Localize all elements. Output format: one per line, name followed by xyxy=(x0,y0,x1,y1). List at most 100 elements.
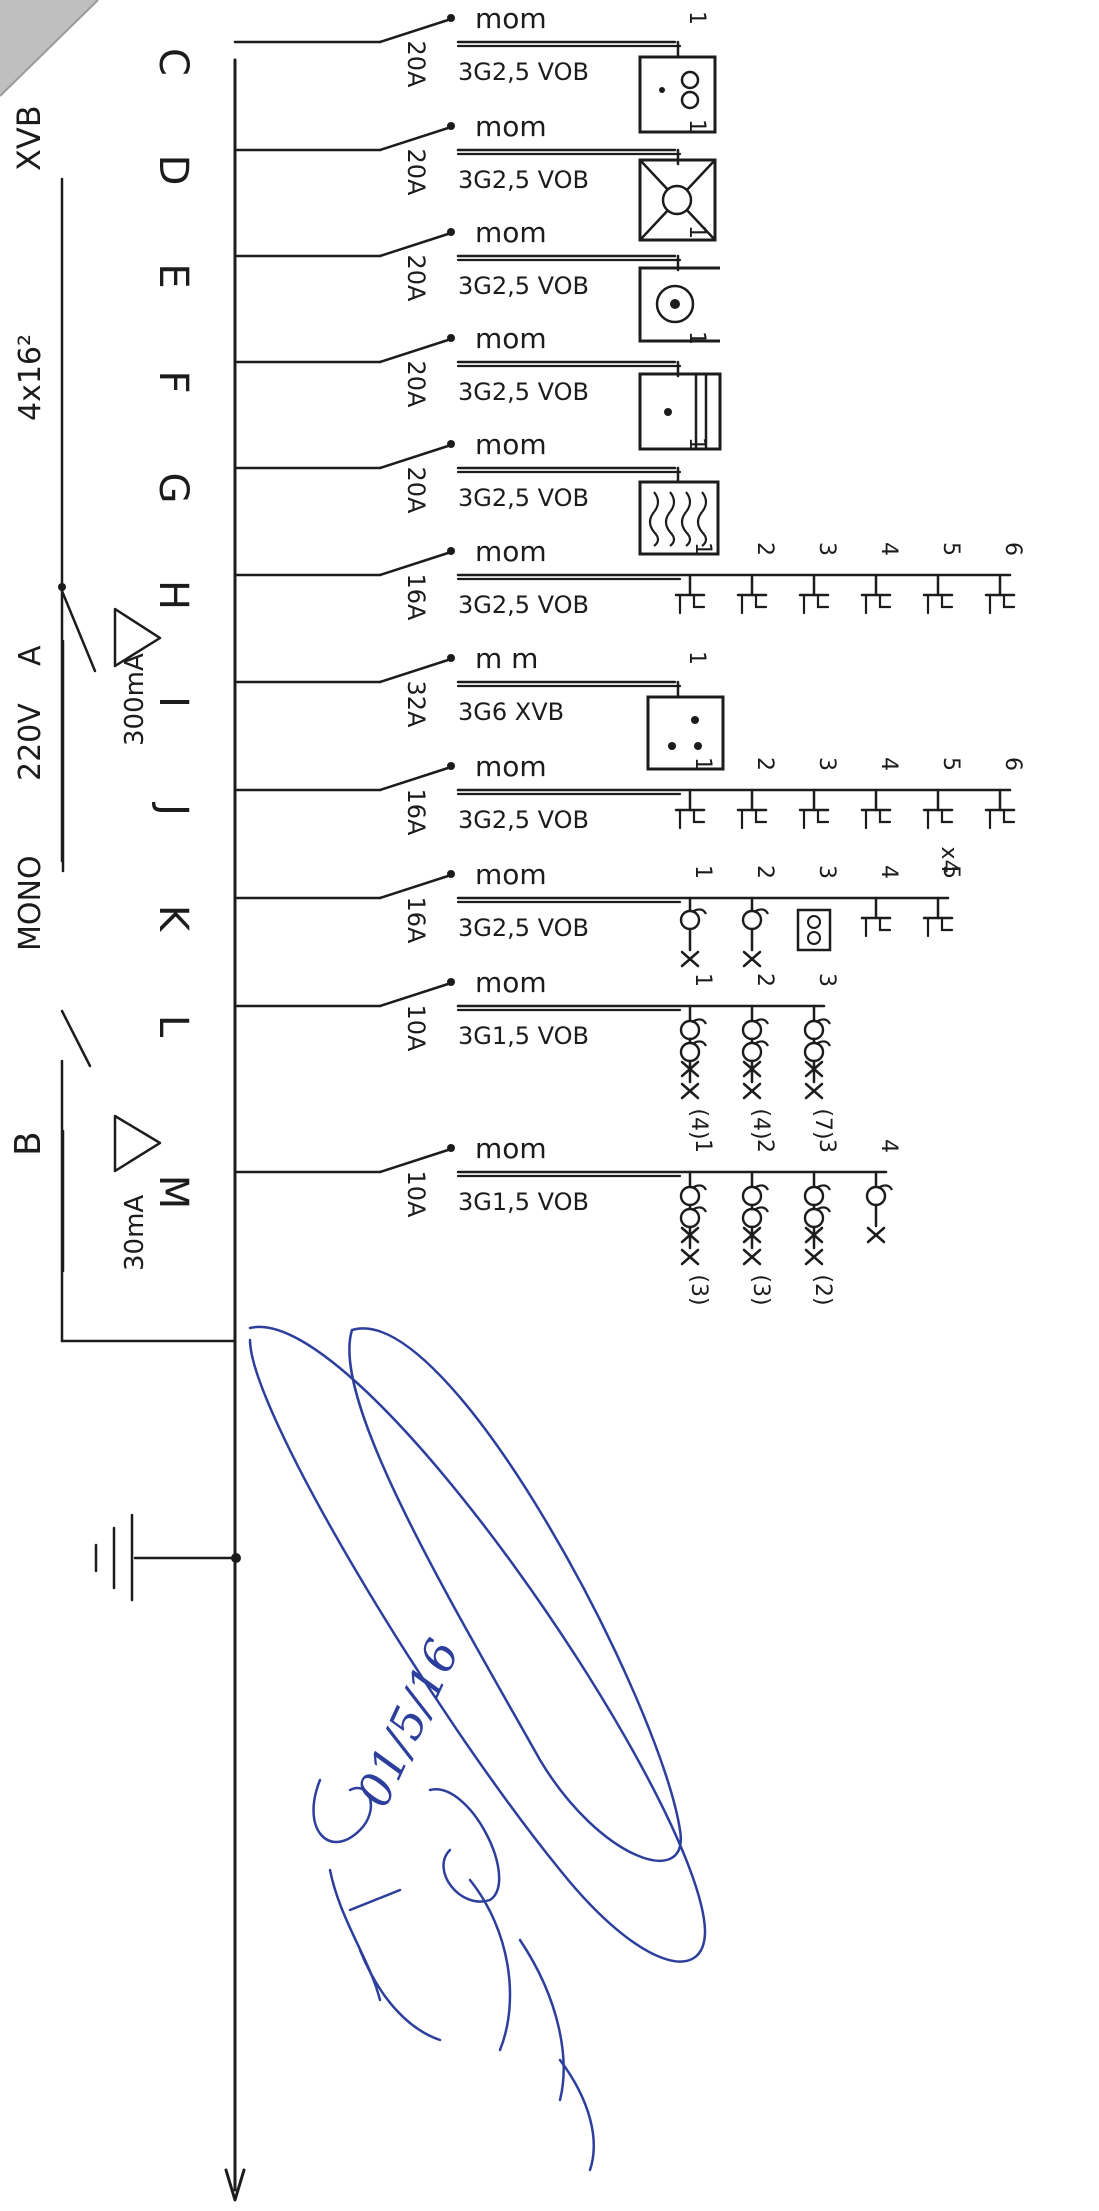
point-number: 3 xyxy=(814,865,839,879)
point-number: 5 xyxy=(938,542,963,556)
point-number: 4 xyxy=(876,1139,901,1153)
circuit-c: C 20A mom 3G2,5 VOB 1 xyxy=(150,2,717,134)
point-number: 1 xyxy=(690,865,715,879)
point-number: 3 xyxy=(814,973,839,987)
point-number: 4 xyxy=(876,542,901,556)
point-number: 1 xyxy=(684,119,709,133)
point-number: 5 xyxy=(938,865,963,879)
point-number: 1 xyxy=(684,651,709,665)
folded-corner xyxy=(0,0,99,97)
circuit-label: M xyxy=(150,1175,196,1210)
conduit-label: mom xyxy=(475,322,547,355)
point-note: (3) xyxy=(686,1274,711,1305)
rcd-b-tag: B xyxy=(8,1131,49,1156)
breaker-rating: 20A xyxy=(402,41,430,89)
supply-voltage: 220V xyxy=(13,703,48,781)
cable-label: 3G2,5 VOB xyxy=(458,914,589,942)
point-number: 2 xyxy=(752,865,777,879)
conduit-label: m m xyxy=(475,642,538,675)
cable-label: 3G6 XVB xyxy=(458,698,564,726)
breaker-rating: 10A xyxy=(402,1171,430,1219)
circuit-label: C xyxy=(150,48,196,76)
breaker-rating: 10A xyxy=(402,1005,430,1053)
supply-cable-label: XVB xyxy=(10,105,48,171)
supply-section-label: 4x16² xyxy=(13,334,48,421)
circuit-label: D xyxy=(150,155,196,186)
point-number: 1 xyxy=(690,973,715,987)
circuit-label: F xyxy=(150,370,196,393)
conduit-label: mom xyxy=(475,535,547,568)
cable-label: 3G2,5 VOB xyxy=(458,378,589,406)
circuit-label: J xyxy=(150,801,196,816)
rcd-a-tag: A xyxy=(13,645,48,666)
point-number: 6 xyxy=(1000,757,1025,771)
circuit-label: K xyxy=(150,905,196,933)
conduit-label: mom xyxy=(475,216,547,249)
point-note: (7) xyxy=(810,1108,835,1139)
breaker-rating: 20A xyxy=(402,361,430,409)
conduit-label: mom xyxy=(475,750,547,783)
cable-label: 3G1,5 VOB xyxy=(458,1188,589,1216)
point-number: 3 xyxy=(814,757,839,771)
point-note: (4) xyxy=(748,1108,773,1139)
cable-label: 3G2,5 VOB xyxy=(458,272,589,300)
point-note: x4 xyxy=(936,846,961,873)
point-number: 4 xyxy=(876,865,901,879)
breaker-rating: 20A xyxy=(402,467,430,515)
feeder-section: XVB 4x16² 300mA A 220V MONO 30mA B xyxy=(8,105,237,1343)
circuit-label: I xyxy=(150,696,196,708)
point-number: 6 xyxy=(1000,542,1025,556)
cable-label: 3G2,5 VOB xyxy=(458,591,589,619)
point-note: (2) xyxy=(810,1274,835,1305)
conduit-label: mom xyxy=(475,1132,547,1165)
cable-label: 3G2,5 VOB xyxy=(458,58,589,86)
point-number: 1 xyxy=(690,757,715,771)
point-number: 2 xyxy=(752,1139,777,1153)
point-note: (3) xyxy=(748,1274,773,1305)
point-number: 2 xyxy=(752,542,777,556)
rcd-a-rating: 300mA xyxy=(120,653,150,746)
point-number: 5 xyxy=(938,757,963,771)
point-note: (4) xyxy=(686,1108,711,1139)
point-number: 1 xyxy=(684,11,709,25)
point-number: 1 xyxy=(684,331,709,345)
circuit-d: D 20A mom 3G2,5 VOB 1 xyxy=(150,110,717,242)
cable-label: 3G2,5 VOB xyxy=(458,806,589,834)
circuit-e: E 20A mom 3G2,5 VOB 1 xyxy=(150,216,720,343)
point-number: 4 xyxy=(876,757,901,771)
breaker-rating: 16A xyxy=(402,789,430,837)
conduit-label: mom xyxy=(475,858,547,891)
conduit-label: mom xyxy=(475,2,547,35)
point-number: 2 xyxy=(752,973,777,987)
point-number: 1 xyxy=(684,437,709,451)
circuit-label: E xyxy=(150,263,196,288)
earth-symbol xyxy=(94,1513,241,1602)
supply-phase: MONO xyxy=(13,855,48,951)
circuit-label: H xyxy=(150,580,196,610)
circuit-f: F 20A mom 3G2,5 VOB 1 xyxy=(150,322,722,451)
circuit-label: G xyxy=(150,473,196,504)
circuit-i: I 32A m m 3G6 XVB 1 xyxy=(150,642,725,771)
conduit-label: mom xyxy=(475,110,547,143)
circuit-m: M 10A mom 3G1,5 VOB 1 2 3 4 (3) (3) (2) xyxy=(150,1132,901,1306)
point-number: 1 xyxy=(690,1139,715,1153)
conduit-label: mom xyxy=(475,966,547,999)
busbar xyxy=(224,58,246,2202)
point-number: 3 xyxy=(814,1139,839,1153)
point-number: 3 xyxy=(814,542,839,556)
cable-label: 3G2,5 VOB xyxy=(458,166,589,194)
point-number: 1 xyxy=(684,225,709,239)
cable-label: 3G2,5 VOB xyxy=(458,484,589,512)
breaker-rating: 20A xyxy=(402,255,430,303)
breaker-rating: 20A xyxy=(402,149,430,197)
breaker-rating: 32A xyxy=(402,681,430,729)
breaker-rating: 16A xyxy=(402,574,430,622)
cable-label: 3G1,5 VOB xyxy=(458,1022,589,1050)
